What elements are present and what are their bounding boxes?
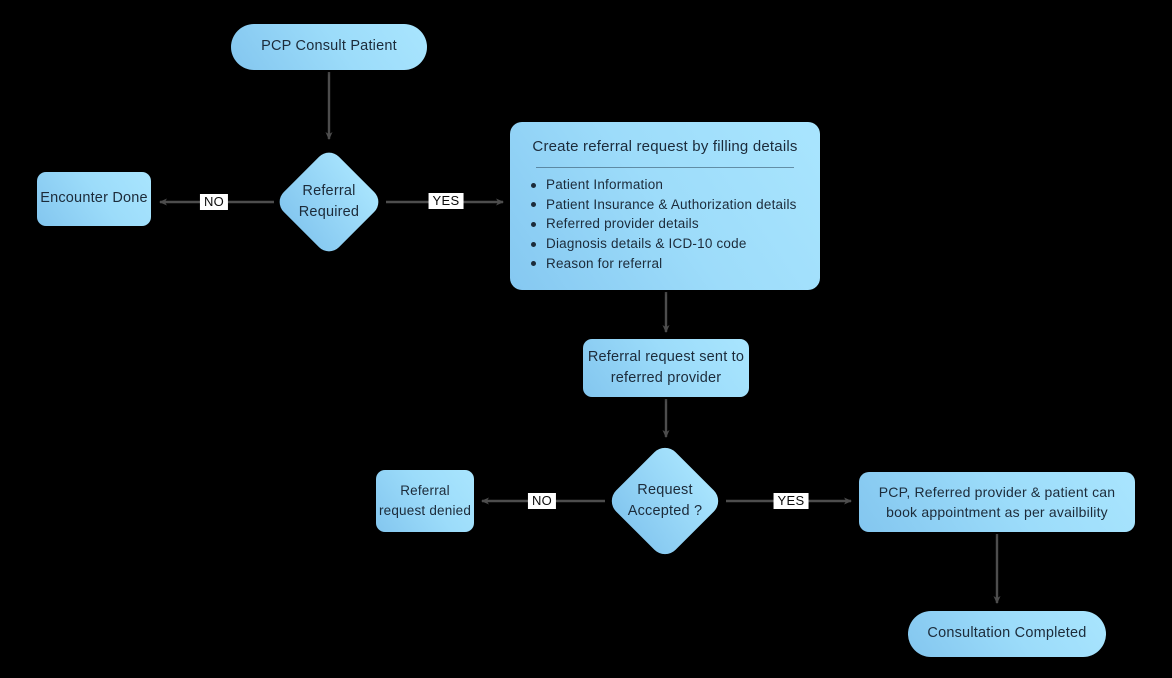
node-pcp-consult-patient-label: PCP Consult Patient xyxy=(261,38,397,55)
node-referral-required-decision: Referral Required xyxy=(273,146,385,258)
node-request-accepted-decision: Request Accepted ? xyxy=(605,441,725,561)
node-encounter-done-label: Encounter Done xyxy=(40,190,148,207)
edge-label-accepted-no: NO xyxy=(527,493,557,509)
title-divider xyxy=(536,167,794,168)
node-book-appointment-label: PCP, Referred provider & patient can boo… xyxy=(878,483,1116,520)
node-create-referral-request: Create referral request by filling detai… xyxy=(510,122,820,290)
bullet-reason-for-referral: Reason for referral xyxy=(526,254,810,274)
node-encounter-done: Encounter Done xyxy=(37,172,151,226)
edge-label-referral-no: NO xyxy=(199,194,229,210)
node-book-appointment: PCP, Referred provider & patient can boo… xyxy=(859,472,1135,532)
edge-label-accepted-yes: YES xyxy=(773,493,809,509)
referral-details-list: Patient Information Patient Insurance & … xyxy=(510,175,820,274)
node-referral-required-label: Referral Required xyxy=(298,182,360,220)
node-referral-request-sent-label: Referral request sent to referred provid… xyxy=(587,348,745,386)
edge-label-referral-yes: YES xyxy=(428,193,464,209)
node-consultation-completed: Consultation Completed xyxy=(908,611,1106,657)
node-pcp-consult-patient: PCP Consult Patient xyxy=(231,24,427,70)
bullet-insurance-authorization: Patient Insurance & Authorization detail… xyxy=(526,195,810,215)
bullet-referred-provider: Referred provider details xyxy=(526,214,810,234)
node-consultation-completed-label: Consultation Completed xyxy=(927,625,1087,642)
node-referral-request-denied: Referral request denied xyxy=(376,470,474,532)
node-request-accepted-label: Request Accepted ? xyxy=(627,481,703,519)
bullet-patient-information: Patient Information xyxy=(526,175,810,195)
create-referral-request-title: Create referral request by filling detai… xyxy=(532,138,798,155)
bullet-diagnosis-icd10: Diagnosis details & ICD-10 code xyxy=(526,234,810,254)
node-referral-request-denied-label: Referral request denied xyxy=(378,482,472,518)
node-referral-request-sent: Referral request sent to referred provid… xyxy=(583,339,749,397)
